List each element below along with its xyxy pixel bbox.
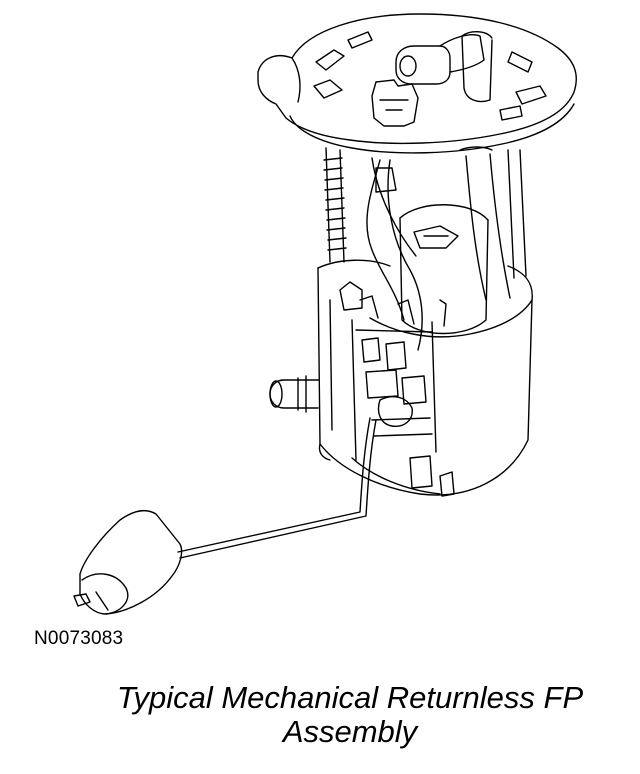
fuel-level-sender	[351, 295, 447, 461]
guide-rod	[323, 147, 347, 263]
figure-caption: Typical Mechanical Returnless FP Assembl…	[60, 681, 640, 749]
fuel-pump-motor	[399, 204, 489, 335]
fuel-pump-assembly-illustration	[73, 13, 577, 615]
reservoir-body	[317, 259, 533, 497]
supply-hose	[459, 146, 527, 301]
wiring-harness	[366, 157, 423, 351]
side-outlet-tube	[269, 375, 319, 413]
float-arm	[177, 417, 377, 559]
mounting-flange	[257, 13, 577, 154]
caption-line-2: Assembly	[282, 714, 418, 749]
figure-reference-number: N0073083	[34, 628, 124, 649]
float	[73, 509, 183, 615]
caption-line-1: Typical Mechanical Returnless FP	[116, 680, 584, 715]
